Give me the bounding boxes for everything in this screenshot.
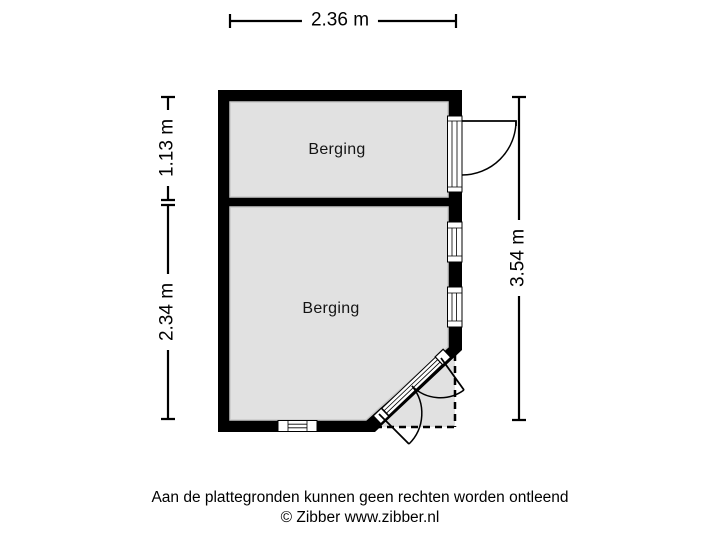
door-swing-arc: [461, 120, 517, 176]
dimension-label-top: 2.36 m: [301, 8, 379, 34]
room-floor-berging-top: [229, 101, 449, 198]
footer-disclaimer: Aan de plattegronden kunnen geen rechten…: [151, 489, 569, 506]
door-swing-arc-upper: [411, 385, 465, 399]
door-top-right: [447, 115, 517, 193]
dashed-projection-lines: [375, 354, 457, 429]
door-leaf: [462, 120, 517, 126]
room-floor-berging-bottom: [229, 206, 449, 421]
dimension-label-right: 3.54 m: [506, 219, 532, 297]
window-right-lower: [447, 286, 463, 328]
dimension-label-left-upper: 1.13 m: [155, 109, 181, 187]
door-frame: [447, 115, 463, 193]
dimension-label-left-lower: 2.34 m: [155, 273, 181, 351]
footer-credit: © Zibber www.zibber.nl: [280, 509, 440, 526]
room-label-berging-bottom: Berging: [302, 300, 360, 317]
door-leaf-upper: [440, 357, 465, 391]
door-frame-lines: [447, 120, 462, 188]
door-hinge-post-upper: [434, 348, 452, 366]
window-right-upper: [447, 221, 463, 263]
room-label-berging-top: Berging: [308, 141, 366, 158]
door-swing-arc-lower: [408, 385, 423, 445]
dimension-lines: [161, 14, 526, 422]
corner-projection-area: [380, 357, 455, 427]
window-bottom: [277, 420, 318, 432]
double-door-swings: [378, 357, 465, 445]
door-leaf-lower: [378, 413, 410, 445]
